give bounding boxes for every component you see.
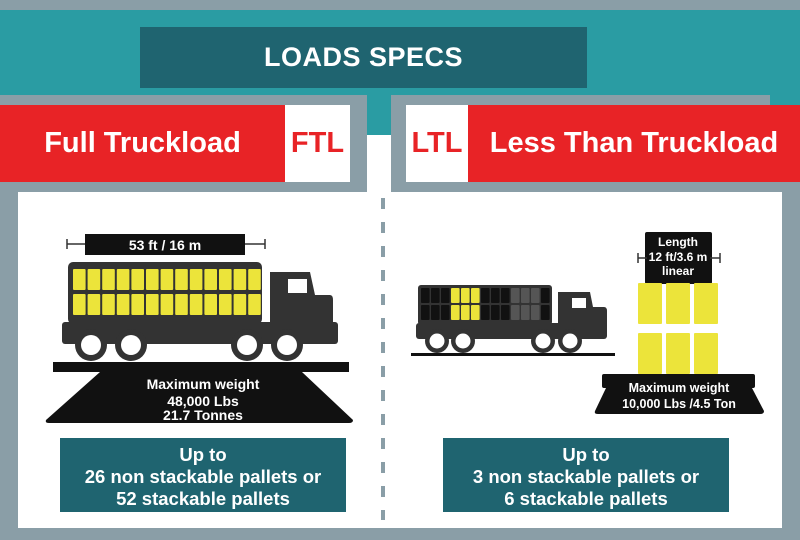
- pallet-icon: [233, 269, 247, 290]
- pallet-icon: [160, 294, 174, 315]
- ltl-length-note: linear: [662, 264, 694, 278]
- pallet-icon: [219, 269, 232, 290]
- pallet-icon: [471, 305, 480, 320]
- empty-slot: [531, 288, 540, 303]
- pallet-icon: [248, 294, 261, 315]
- ftl-heading: Full Truckload: [0, 105, 285, 182]
- pallet-icon: [116, 294, 130, 315]
- ltl-weight-value: 10,000 Lbs /4.5 Ton: [622, 397, 736, 411]
- pallet-icon: [461, 288, 470, 303]
- ltl-weight-label: Maximum weight: [629, 381, 731, 395]
- pallet-icon: [146, 269, 159, 290]
- ftl-truck-icon: 53 ft / 16 m Maximum weight 48,000 Lbs 2…: [45, 234, 354, 423]
- ltl-length-title: Length: [658, 235, 698, 249]
- empty-slot: [421, 305, 430, 320]
- pallet-icon: [160, 269, 174, 290]
- pallet-icon: [461, 305, 470, 320]
- pallet-icon: [666, 283, 690, 324]
- empty-slot: [511, 288, 520, 303]
- ftl-length-label: 53 ft / 16 m: [129, 237, 201, 253]
- pallet-icon: [189, 269, 203, 290]
- empty-slot: [541, 305, 550, 320]
- pallet-icon: [87, 294, 101, 315]
- empty-slot: [441, 305, 450, 320]
- pallet-icon: [73, 294, 86, 315]
- empty-slot: [521, 305, 530, 320]
- ltl-capacity-line1: Up to: [562, 444, 610, 465]
- empty-slot: [521, 288, 530, 303]
- pallet-icon: [131, 294, 144, 315]
- pallet-icon: [175, 269, 188, 290]
- pallet-icon: [248, 269, 261, 290]
- ltl-capacity-line2: 3 non stackable pallets or: [472, 466, 700, 487]
- pallet-icon: [87, 269, 101, 290]
- empty-slot: [441, 288, 450, 303]
- empty-slot: [491, 305, 500, 320]
- pallet-icon: [233, 294, 247, 315]
- ltl-length-value: 12 ft/3.6 m: [649, 250, 708, 264]
- pallet-icon: [666, 333, 690, 374]
- ftl-weight-label: Maximum weight: [147, 376, 260, 392]
- pallet-icon: [219, 294, 232, 315]
- pallet-icon: [471, 288, 480, 303]
- pallet-icon: [175, 294, 188, 315]
- ftl-capacity-line2: 26 non stackable pallets or: [84, 466, 322, 487]
- pallet-icon: [102, 294, 115, 315]
- ltl-pallet-stack: Length 12 ft/3.6 m linear Maximum weight…: [594, 232, 764, 414]
- pallet-icon: [694, 333, 718, 374]
- empty-slot: [431, 305, 440, 320]
- ltl-capacity-line3: 6 stackable pallets: [504, 488, 668, 509]
- ltl-heading: Less Than Truckload: [468, 105, 800, 182]
- ltl-truck-icon: [411, 285, 615, 356]
- pallet-icon: [638, 333, 662, 374]
- pallet-icon: [204, 294, 217, 315]
- pallet-icon: [451, 305, 460, 320]
- divider-column: [367, 135, 391, 195]
- empty-slot: [481, 305, 490, 320]
- empty-slot: [531, 305, 540, 320]
- pallet-icon: [694, 283, 718, 324]
- empty-slot: [421, 288, 430, 303]
- empty-slot: [511, 305, 520, 320]
- empty-slot: [501, 305, 510, 320]
- ftl-abbr: FTL: [285, 105, 350, 182]
- ftl-capacity-line1: Up to: [179, 444, 227, 465]
- pallet-icon: [189, 294, 203, 315]
- empty-slot: [431, 288, 440, 303]
- pallet-icon: [102, 269, 115, 290]
- ltl-abbr: LTL: [406, 105, 468, 182]
- ftl-capacity-box: Up to 26 non stackable pallets or 52 sta…: [60, 438, 346, 512]
- pallet-icon: [638, 283, 662, 324]
- empty-slot: [501, 288, 510, 303]
- empty-slot: [491, 288, 500, 303]
- ftl-capacity-line3: 52 stackable pallets: [116, 488, 290, 509]
- empty-slot: [541, 288, 550, 303]
- pallet-icon: [73, 269, 86, 290]
- ftl-weight-lbs: 48,000 Lbs: [167, 393, 239, 409]
- ftl-weight-tonnes: 21.7 Tonnes: [163, 407, 243, 423]
- page-title: LOADS SPECS: [140, 27, 587, 88]
- empty-slot: [481, 288, 490, 303]
- pallet-icon: [451, 288, 460, 303]
- ltl-capacity-box: Up to 3 non stackable pallets or 6 stack…: [443, 438, 729, 512]
- pallet-icon: [131, 269, 144, 290]
- pallet-icon: [146, 294, 159, 315]
- pallet-icon: [116, 269, 130, 290]
- pallet-icon: [204, 269, 217, 290]
